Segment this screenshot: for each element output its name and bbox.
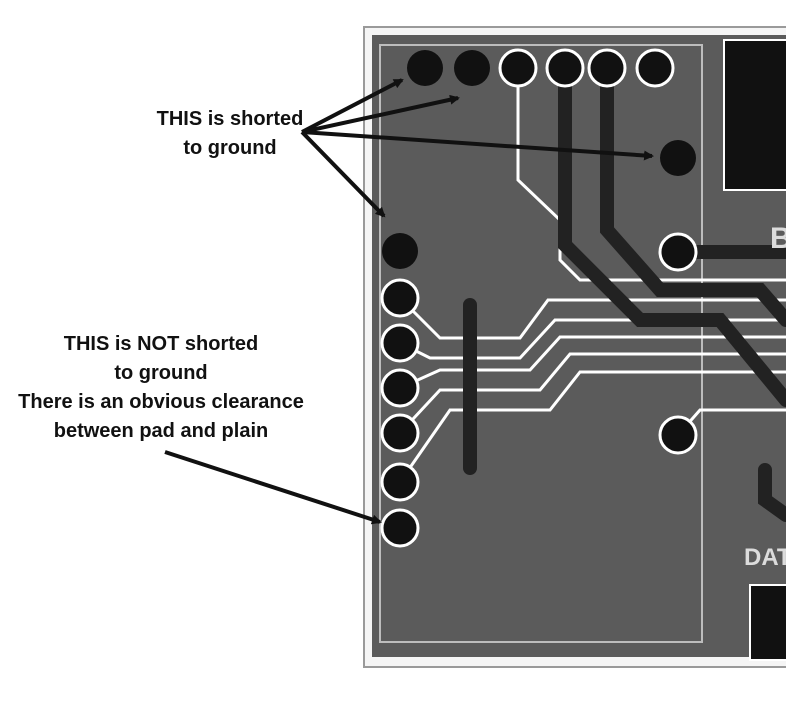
callout-not-shorted-line2: to ground <box>114 362 208 384</box>
pad-left-5 <box>380 413 420 453</box>
callout-shorted-line2: to ground <box>183 137 277 159</box>
pad-top-1-shorted <box>407 50 443 86</box>
callout-not-shorted-line3: There is an obvious clearance <box>18 391 304 413</box>
annotation-arrows <box>164 78 654 525</box>
arrow-to-pad-left-7 <box>164 450 382 525</box>
arrow-to-pad-top-1 <box>301 78 404 134</box>
pad-right-shorted <box>660 140 696 176</box>
callout-not-shorted-line4: between pad and plain <box>53 420 269 442</box>
pad-left-3 <box>380 323 420 363</box>
left-header-pads <box>380 233 420 548</box>
pad-left-2 <box>380 278 420 318</box>
silkscreen-label-b: B <box>770 222 786 255</box>
pad-top-2-shorted <box>454 50 490 86</box>
callout-not-shorted: THIS is NOT shorted to ground There is a… <box>0 330 322 446</box>
pad-left-6 <box>380 462 420 502</box>
silkscreen-label-dat: DAT <box>744 544 786 571</box>
dark-traces <box>463 61 786 522</box>
pad-top-3 <box>498 48 538 88</box>
arrow-to-pad-left-1 <box>300 130 386 218</box>
pad-left-7-not-shorted <box>380 508 420 548</box>
callout-shorted-line1: THIS is shorted <box>156 108 304 130</box>
pad-top-4 <box>545 48 585 88</box>
pad-top-6 <box>635 48 675 88</box>
arrow-to-pad-top-2 <box>301 94 460 134</box>
pad-left-1-shorted <box>382 233 418 269</box>
pad-right-2 <box>658 232 698 272</box>
component-body-top <box>723 39 786 191</box>
ground-plane <box>372 35 786 657</box>
inner-outline <box>379 44 703 643</box>
top-row-pads <box>407 48 675 88</box>
callout-shorted: THIS is shorted to ground <box>125 105 335 163</box>
callout-not-shorted-line1: THIS is NOT shorted <box>63 333 259 355</box>
component-body-bottom <box>749 584 786 661</box>
pad-top-5 <box>587 48 627 88</box>
arrow-to-pad-right <box>301 130 654 161</box>
pad-right-3 <box>658 415 698 455</box>
pad-left-4 <box>380 368 420 408</box>
